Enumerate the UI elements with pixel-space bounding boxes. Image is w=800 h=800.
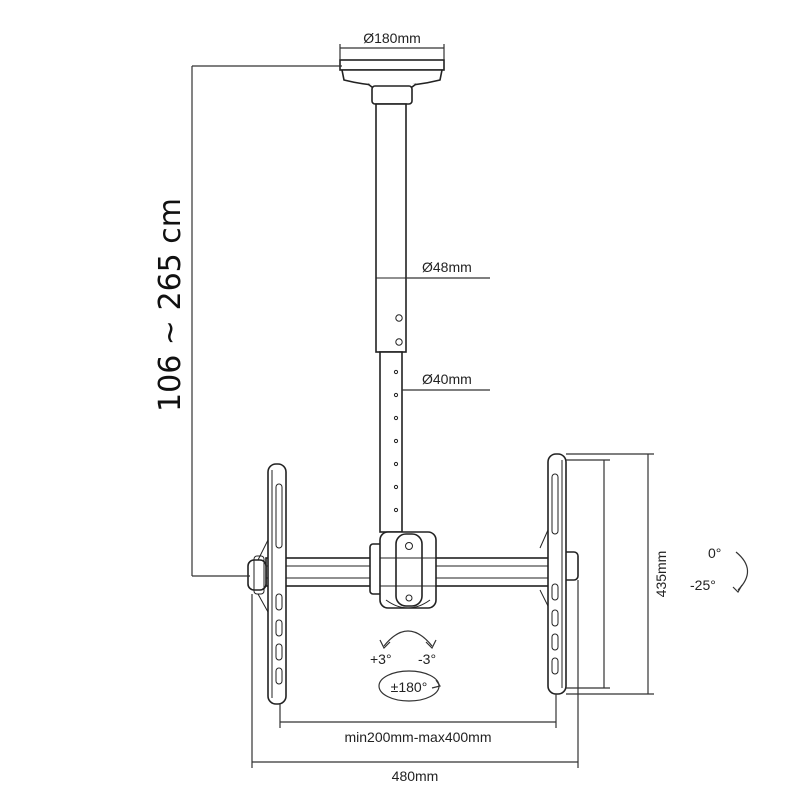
dim-pole-height: 106 ~ 265 cm (153, 65, 342, 577)
swivel-left-label: +3° (370, 651, 392, 667)
bracket-vesa-width-label: min200mm-max400mm (344, 729, 491, 745)
dim-bracket-total-width: 480mm (251, 580, 579, 784)
dim-bracket-vesa-height (566, 459, 610, 689)
dim-outer-tube: Ø48mm (406, 259, 490, 279)
tilt-indicator: 0° -25° (690, 545, 749, 593)
swivel-head (369, 531, 437, 609)
dim-bracket-vesa-width: min200mm-max400mm (279, 694, 557, 745)
right-vertical-bracket (539, 453, 567, 695)
inner-tube (379, 351, 403, 533)
rotation-indicator: ±180° (378, 670, 441, 702)
rotation-label: ±180° (391, 679, 428, 695)
dim-bracket-total-height: 435mm (566, 453, 669, 695)
bracket-total-height-label: 435mm (653, 551, 669, 598)
swivel-indicator: +3° -3° (370, 630, 437, 667)
tilt-top-label: 0° (708, 545, 721, 561)
bracket-total-width-label: 480mm (392, 768, 439, 784)
outer-tube-diameter-label: Ø48mm (422, 259, 472, 275)
tilt-bottom-label: -25° (690, 577, 716, 593)
pole-height-label: 106 ~ 265 cm (153, 198, 188, 412)
ceiling-plate-diameter-label: Ø180mm (363, 30, 421, 46)
inner-tube-diameter-label: Ø40mm (422, 371, 472, 387)
outer-tube (375, 103, 407, 353)
dim-inner-tube: Ø40mm (402, 371, 490, 391)
dim-ceiling-plate: Ø180mm (339, 30, 445, 60)
left-vertical-bracket (257, 463, 287, 705)
swivel-right-label: -3° (418, 651, 436, 667)
